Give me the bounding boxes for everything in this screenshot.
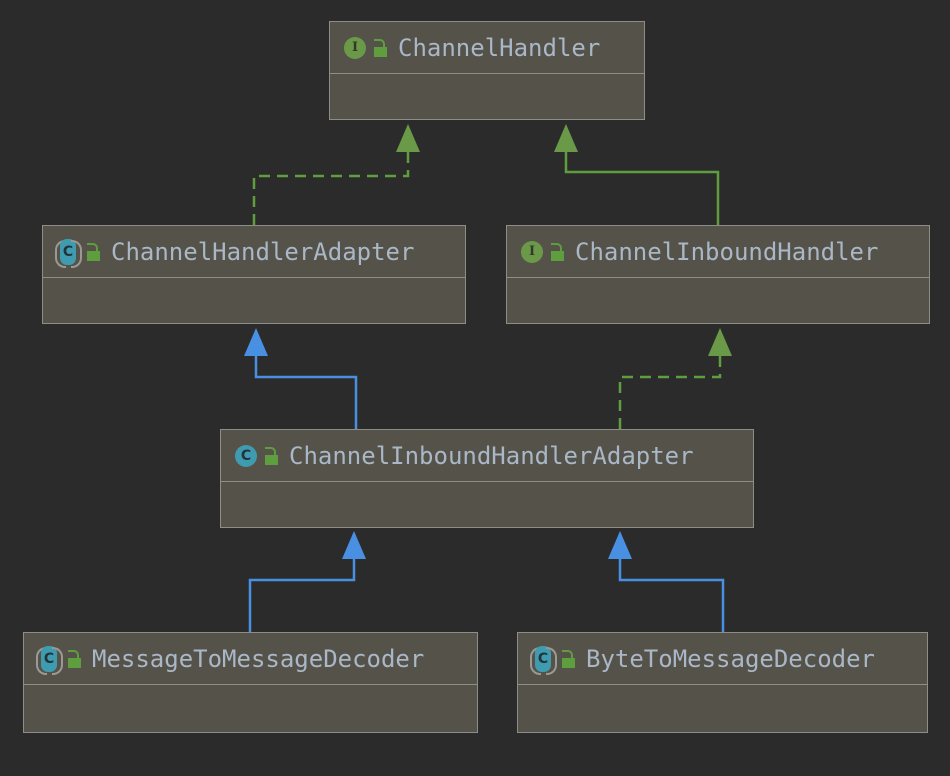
edge-inbound-extends-handler	[554, 124, 720, 225]
public-unlocked-icon	[372, 38, 390, 58]
uml-node-title: ChannelHandler	[398, 33, 601, 62]
uml-node-channel-handler-adapter[interactable]: ChannelHandlerAdapter	[42, 225, 466, 324]
uml-node-title: ChannelInboundHandlerAdapter	[289, 441, 694, 470]
abstract-class-icon	[53, 237, 83, 268]
interface-icon	[340, 33, 370, 63]
uml-node-title: ByteToMessageDecoder	[586, 644, 875, 673]
uml-node-members	[518, 685, 927, 731]
uml-node-header: ChannelHandlerAdapter	[43, 226, 465, 278]
uml-node-header: ChannelInboundHandler	[507, 226, 929, 278]
uml-node-header: MessageToMessageDecoder	[24, 633, 477, 685]
uml-node-members	[24, 685, 477, 731]
public-unlocked-icon	[549, 242, 567, 262]
uml-node-members	[221, 482, 753, 528]
edge-inbound-adapter-implements-inbound	[618, 328, 732, 429]
public-unlocked-icon	[560, 649, 578, 669]
edge-b2m-extends-inbound-adapter	[608, 531, 725, 632]
edge-m2m-extends-inbound-adapter	[248, 531, 366, 632]
uml-node-title: ChannelHandlerAdapter	[111, 237, 415, 266]
class-icon	[231, 441, 261, 471]
uml-node-header: ByteToMessageDecoder	[518, 633, 927, 685]
public-unlocked-icon	[66, 649, 84, 669]
uml-node-header: ChannelInboundHandlerAdapter	[221, 430, 753, 482]
uml-node-byte-to-message-decoder[interactable]: ByteToMessageDecoder	[517, 632, 928, 733]
uml-node-members	[330, 74, 644, 120]
uml-node-channel-inbound-handler[interactable]: ChannelInboundHandler	[506, 225, 930, 324]
uml-node-channel-handler[interactable]: ChannelHandler	[329, 21, 645, 120]
public-unlocked-icon	[85, 242, 103, 262]
uml-node-title: ChannelInboundHandler	[575, 237, 879, 266]
edge-inbound-adapter-extends-adapter	[244, 328, 358, 429]
abstract-class-icon	[528, 644, 558, 675]
uml-node-header: ChannelHandler	[330, 22, 644, 74]
abstract-class-icon	[34, 644, 64, 675]
uml-node-members	[43, 278, 465, 324]
uml-node-members	[507, 278, 929, 324]
uml-node-channel-inbound-handler-adapter[interactable]: ChannelInboundHandlerAdapter	[220, 429, 754, 528]
edge-adapter-implements-handler	[252, 124, 420, 225]
public-unlocked-icon	[263, 446, 281, 466]
uml-node-message-to-message-decoder[interactable]: MessageToMessageDecoder	[23, 632, 478, 733]
uml-node-title: MessageToMessageDecoder	[92, 644, 425, 673]
interface-icon	[517, 237, 547, 267]
